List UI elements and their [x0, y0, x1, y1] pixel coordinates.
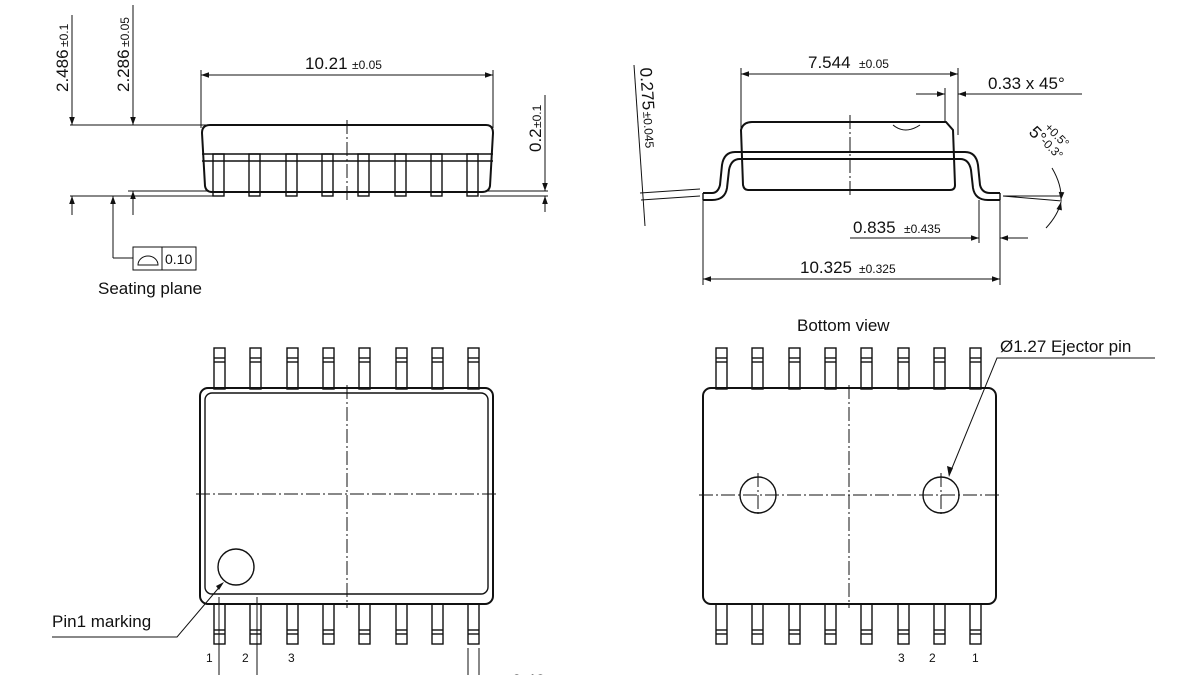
dim-body-height-value: 2.286	[114, 49, 133, 92]
pin-number-1: 1	[206, 651, 213, 665]
dim-chamfer: 0.33 x 45°	[988, 74, 1065, 93]
seating-plane-label: Seating plane	[98, 279, 202, 298]
dim-standoff-tol: ±0.1	[530, 104, 544, 128]
bottom-view: Bottom view Ø1.27 Ejector pin	[699, 316, 1155, 665]
end-body-outline	[739, 121, 957, 191]
pin-number-3: 3	[288, 651, 295, 665]
end-view: 7.544 ±0.05 0.33 x 45° 0.275 ±0.045 5° +…	[633, 53, 1082, 285]
dim-pitch-partial-value: 0.42	[512, 671, 545, 675]
dim-width-tol: ±0.05	[352, 58, 382, 72]
ejector-pin-left	[739, 473, 777, 517]
dim-overall-width-value: 10.325	[800, 258, 852, 277]
ejector-pin-right	[922, 473, 960, 517]
bottom-pin-number-2: 2	[929, 651, 936, 665]
side-view: 10.21 ±0.05 2.486 ±0.1 2.286 ±0.05 0.2 ±…	[53, 5, 548, 298]
bottom-view-lower-leads	[715, 603, 982, 645]
pin1-marker-circle	[217, 548, 255, 586]
dim-total-height-value: 2.486	[53, 49, 72, 92]
dim-foot-length-tol: ±0.435	[904, 222, 941, 236]
dim-overall-width-tol: ±0.325	[859, 262, 896, 276]
dim-body-width-tol: ±0.05	[859, 57, 889, 71]
bottom-view-upper-leads	[715, 347, 982, 390]
bottom-pin-number-1: 1	[972, 651, 979, 665]
dim-standoff-value: 0.2	[526, 128, 545, 152]
top-view-upper-leads	[213, 347, 480, 390]
dim-lead-thickness-tol: ±0.045	[640, 111, 657, 149]
pin-number-2: 2	[242, 651, 249, 665]
dim-body-width-value: 7.544	[808, 53, 851, 72]
ejector-pin-label: Ø1.27 Ejector pin	[1000, 337, 1131, 356]
flatness-value: 0.10	[165, 251, 192, 267]
bottom-view-title: Bottom view	[797, 316, 890, 335]
dim-foot-length-value: 0.835	[853, 218, 896, 237]
bottom-pin-number-3: 3	[898, 651, 905, 665]
dim-body-height-tol: ±0.05	[118, 17, 132, 47]
dim-lead-thickness-value: 0.275	[636, 67, 658, 111]
top-view: 1 2 3 Pin1 marking 0.42 ±0.05	[52, 347, 545, 675]
flatness-control-frame: 0.10	[132, 246, 197, 271]
side-leads	[212, 153, 479, 197]
dim-total-height-tol: ±0.1	[57, 23, 71, 47]
pin1-marking-label: Pin1 marking	[52, 612, 151, 631]
top-view-lower-leads	[213, 603, 480, 645]
dim-width-value: 10.21	[305, 54, 348, 73]
flatness-icon	[137, 255, 159, 266]
side-body-outline	[200, 124, 495, 193]
